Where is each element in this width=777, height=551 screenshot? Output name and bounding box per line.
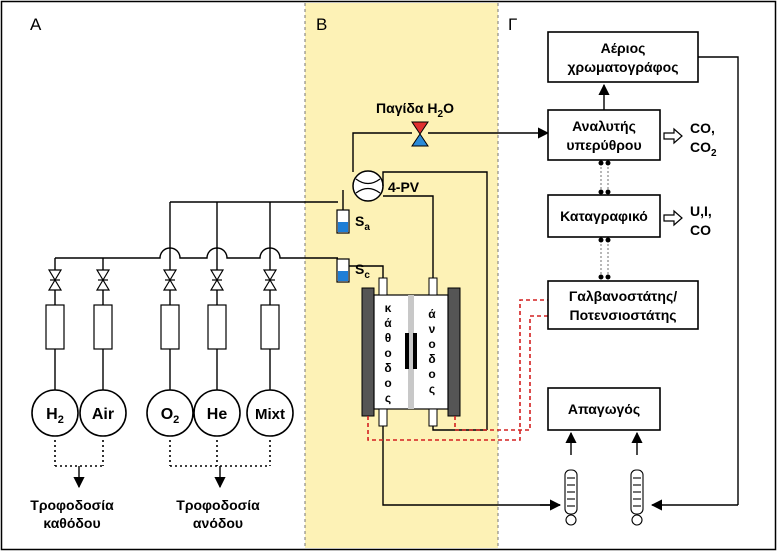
fuel-cell bbox=[361, 277, 461, 427]
cell-letter: ο bbox=[428, 337, 435, 351]
needle-valve-icon bbox=[262, 269, 278, 282]
cell-letter: κ bbox=[385, 301, 392, 315]
bubble-meter-right-icon bbox=[630, 469, 644, 526]
recorder-box bbox=[547, 194, 661, 238]
gas-column: Mixt bbox=[246, 269, 294, 437]
gc-line2: χρωματογράφος bbox=[567, 59, 678, 75]
anode-feed-line2: ανόδου bbox=[193, 515, 243, 531]
galvanostat-line2: Ποτενσιοστάτης bbox=[569, 307, 676, 323]
bubble-meter-left-icon bbox=[564, 469, 578, 526]
section-b-panel bbox=[305, 3, 498, 548]
gas-column: Air bbox=[79, 269, 127, 437]
valve-lines bbox=[342, 171, 488, 430]
needle-valve-icon bbox=[209, 269, 225, 282]
ir-output-line2: CO2 bbox=[690, 139, 717, 159]
mass-flow-controller bbox=[260, 304, 280, 350]
cell-letter: ς bbox=[429, 382, 435, 396]
signal-connectors bbox=[598, 160, 611, 280]
gas-column: O2 bbox=[146, 269, 194, 437]
recorder-output-line1: U,I, bbox=[690, 203, 712, 219]
trap-line bbox=[352, 132, 412, 172]
cell-letter: ς bbox=[385, 391, 391, 405]
output-arrows bbox=[663, 127, 683, 227]
gas-cylinder-icon bbox=[79, 389, 127, 437]
sensor-sc-icon bbox=[336, 258, 350, 283]
ir-output-line1: CO, bbox=[690, 120, 715, 136]
gc-box bbox=[547, 31, 699, 83]
gas-label: He bbox=[207, 406, 228, 423]
gas-label: O2 bbox=[161, 406, 180, 426]
sensor-sa-icon bbox=[336, 209, 350, 234]
cell-letter: ο bbox=[384, 376, 391, 390]
cell-letter: θ bbox=[385, 331, 392, 345]
section-a-label: Α bbox=[30, 15, 42, 34]
cathode-feed-line1: Τροφοδοσία bbox=[30, 497, 114, 513]
ir-line1: Αναλυτής bbox=[572, 118, 636, 134]
valve-label: 4-PV bbox=[388, 179, 420, 195]
sensor-sc-label: Sc bbox=[355, 261, 370, 281]
gas-cylinder-icon bbox=[193, 389, 241, 437]
cell-letter: δ bbox=[384, 361, 391, 375]
four-port-valve-icon bbox=[352, 170, 384, 202]
galvanostat-box bbox=[547, 280, 699, 330]
mass-flow-controller bbox=[45, 304, 65, 350]
gas-columns: H2 Air O2 He Mixt bbox=[31, 269, 294, 437]
gas-column: He bbox=[193, 269, 241, 437]
gas-cylinder-icon bbox=[246, 389, 294, 437]
anode-feed-line1: Τροφοδοσία bbox=[176, 497, 260, 513]
mass-flow-controller bbox=[160, 304, 180, 350]
galvanostat-line1: Γαλβανοστάτης/ bbox=[569, 288, 677, 304]
cell-letter: ά bbox=[428, 307, 436, 321]
sensor-sa-label: Sa bbox=[355, 213, 370, 233]
gas-cylinder-icon bbox=[31, 389, 79, 437]
mass-flow-controller bbox=[93, 304, 113, 350]
cell-letter: ά bbox=[384, 316, 392, 330]
cell-letter: ο bbox=[428, 367, 435, 381]
cathode-feed-line2: καθόδου bbox=[43, 515, 100, 531]
water-trap-icon bbox=[411, 121, 429, 147]
electrical-wires bbox=[367, 299, 548, 441]
gas-label: H2 bbox=[46, 406, 64, 426]
gas-column: H2 bbox=[31, 269, 79, 437]
section-b-label: Β bbox=[316, 15, 327, 34]
gas-manifold bbox=[54, 201, 338, 270]
gas-label: Air bbox=[92, 406, 114, 423]
needle-valve-icon bbox=[162, 269, 178, 282]
cell-letter: δ bbox=[428, 352, 435, 366]
section-c-label: Γ bbox=[508, 15, 517, 34]
mass-flow-controller bbox=[207, 304, 227, 350]
needle-valve-icon bbox=[95, 269, 111, 282]
exhaust-box bbox=[547, 387, 661, 431]
gas-label: Mixt bbox=[255, 406, 285, 423]
water-trap-label: Παγίδα H2O bbox=[376, 100, 454, 120]
recorder-label: Καταγραφικό bbox=[560, 208, 648, 224]
exhaust-label: Απαγωγός bbox=[568, 401, 640, 417]
gc-line1: Αέριος bbox=[601, 40, 646, 56]
ir-box bbox=[547, 109, 661, 161]
gc-exhaust-line bbox=[698, 56, 739, 505]
gas-cylinder-icon bbox=[146, 389, 194, 437]
cell-letter: ν bbox=[429, 322, 436, 336]
ir-line2: υπερύθρου bbox=[566, 137, 641, 153]
cell-letter: ο bbox=[384, 346, 391, 360]
needle-valve-icon bbox=[47, 269, 63, 282]
recorder-output-line2: CO bbox=[690, 222, 711, 238]
